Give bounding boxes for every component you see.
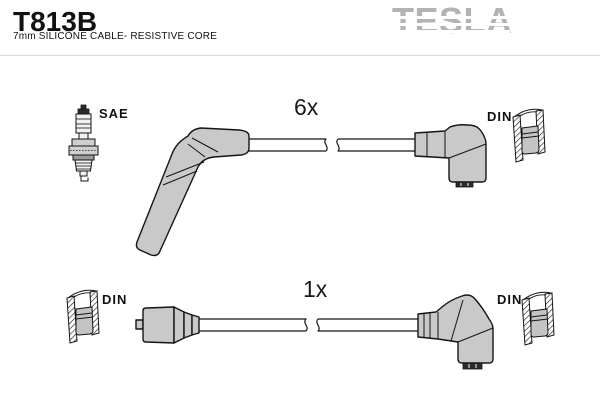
tesla-logo: TESLA (392, 3, 512, 41)
quantity-label-main-cable: 6x (294, 94, 319, 120)
main-cable-wire (243, 138, 431, 152)
straight-boot-coil-left (135, 306, 200, 344)
din-connector-icon-coil-right (521, 291, 555, 346)
din-connector-icon-main-right (512, 108, 546, 163)
angled-boot-main-left (135, 127, 250, 257)
logo-stripes (392, 12, 510, 38)
elbow-boot-main-right (414, 124, 487, 188)
din-terminal-label-coil-left: DIN (102, 292, 128, 307)
product-subtitle: 7mm SILICONE CABLE- RESISTIVE CORE (13, 31, 218, 42)
part-number: T813B (13, 6, 98, 37)
coil-cable-wire (194, 318, 429, 332)
din-terminal-label-coil-right: DIN (497, 292, 523, 307)
quantity-label-coil-cable: 1x (303, 276, 328, 302)
sae-terminal-label: SAE (99, 106, 129, 121)
din-connector-icon-coil-left (66, 289, 100, 344)
elbow-boot-coil-right (417, 294, 494, 370)
header-divider (0, 55, 600, 56)
spark-plug-icon (68, 104, 99, 182)
din-terminal-label-main-right: DIN (487, 109, 513, 124)
